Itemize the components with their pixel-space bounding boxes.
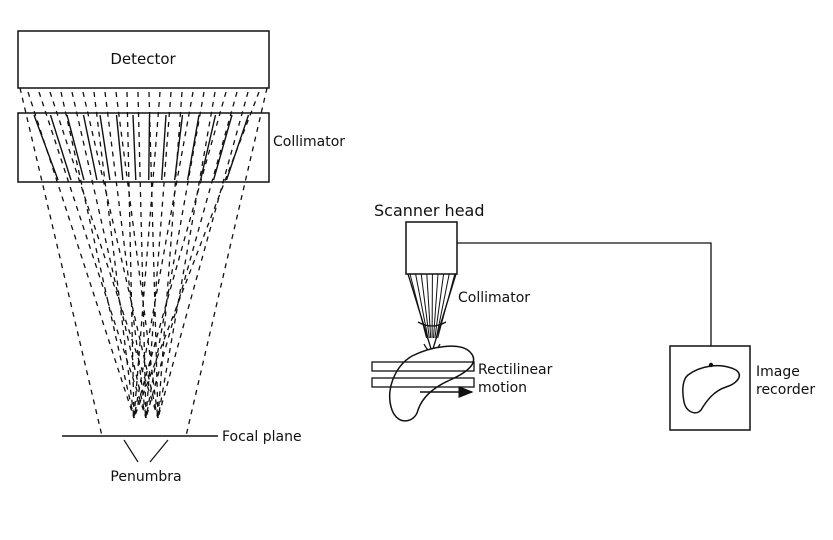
collimator-septum [33, 114, 59, 181]
collimator-septum [225, 114, 250, 181]
signal-cable [457, 242, 712, 365]
focal-plane-label: Focal plane [222, 429, 302, 445]
motion-label-line2: motion [478, 380, 527, 396]
collimator-septum [161, 114, 167, 181]
gamma-ray-path [115, 91, 159, 419]
gamma-ray-path [145, 91, 238, 419]
scanner-collimator-hole [415, 273, 429, 339]
collimator-septum [173, 114, 184, 181]
gamma-ray-path [133, 91, 161, 419]
scanner-collimator-hole [435, 273, 450, 339]
gamma-ray-path [137, 91, 147, 419]
scan-bar-upper [371, 361, 475, 372]
recorded-image-outline [682, 364, 740, 414]
image-recorder-label-line1: Image [756, 364, 800, 380]
collimator-label-right: Collimator [458, 290, 530, 306]
scanner-collimator-hole [434, 273, 445, 339]
gamma-ray-path [133, 91, 260, 419]
scanner-collimator-hole [409, 273, 427, 339]
collimator-septum [66, 114, 85, 181]
scanner-collimator-hole [433, 273, 439, 339]
scanner-collimator-hole [420, 273, 430, 339]
gamma-ray-path [157, 91, 249, 419]
collimator-septum [115, 114, 124, 181]
gamma-ray-path [157, 91, 183, 419]
recorder-stylus-point [708, 362, 714, 368]
collimator-septum [82, 114, 98, 181]
motion-label-line1: Rectilinear [478, 362, 553, 378]
penumbra-pointers [123, 439, 169, 463]
scan-bar-lower [371, 377, 475, 388]
collimator-septum [212, 114, 233, 181]
collimator-septum [99, 114, 111, 181]
penumbra-label: Penumbra [110, 469, 181, 485]
focusing-collimator-diagram: Detector Collimator Focal plane Penumbra [17, 30, 345, 485]
detector-label: Detector [110, 50, 176, 68]
gamma-ray-path [145, 91, 172, 419]
gamma-ray-path [49, 91, 159, 419]
scanner-collimator [407, 273, 457, 355]
gamma-ray-path [104, 91, 147, 419]
detector-box [17, 30, 270, 89]
scanner-collimator-hole [426, 273, 432, 339]
image-recorder-label-line2: recorder [756, 382, 815, 398]
organ-outline [388, 345, 475, 422]
scanner-collimator-hole [437, 273, 456, 339]
gamma-ray-path [38, 91, 147, 419]
scanner-head-box [405, 221, 458, 275]
gamma-ray-path [126, 91, 135, 419]
gamma-ray-path [133, 91, 227, 419]
collimator-septum [132, 114, 137, 181]
rectilinear-scanner-diagram: Scanner head Collimator Rectilinear moti… [371, 201, 815, 431]
collimator-septum [49, 114, 72, 181]
collimator-label-left: Collimator [273, 134, 345, 150]
gamma-ray-path [27, 91, 135, 419]
gamma-ray-path [93, 91, 135, 419]
collimator-block [17, 112, 270, 183]
collimator-septum [186, 114, 200, 181]
gamma-ray-paths [19, 87, 268, 437]
collimator-septum [199, 114, 217, 181]
gamma-ray-path [148, 91, 159, 419]
scanner-head-label: Scanner head [374, 201, 485, 220]
